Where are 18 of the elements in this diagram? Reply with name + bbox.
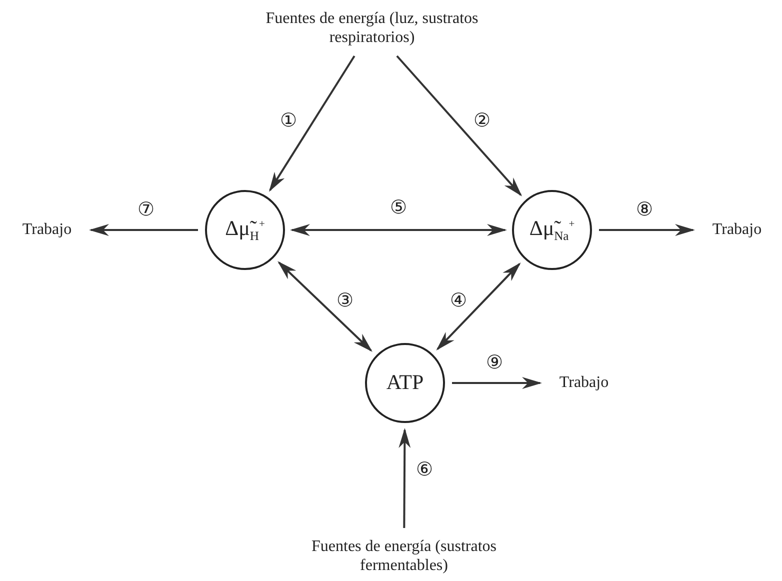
arrow: [398, 428, 411, 528]
node-text: ATP: [386, 370, 424, 396]
arrow: [396, 55, 522, 196]
arrow: [436, 262, 521, 351]
arrow: [452, 377, 542, 389]
node-text: Fuentes de energía (sustratos fermentables): [310, 536, 498, 576]
arrow: [278, 261, 372, 352]
arrow: [268, 55, 356, 192]
edge-label: ③: [336, 291, 354, 310]
node-text: Trabajo: [22, 220, 72, 240]
edge-label: ④: [449, 291, 468, 310]
arrow: [89, 224, 198, 236]
arrow: [290, 224, 507, 236]
arrow: [599, 224, 695, 236]
node-text: Trabajo: [559, 373, 609, 393]
node-text: Fuentes de energía (luz, sustratos respiratorios): [264, 8, 480, 48]
edge-label: ⑥: [415, 460, 434, 479]
node-text: Trabajo: [712, 220, 762, 240]
